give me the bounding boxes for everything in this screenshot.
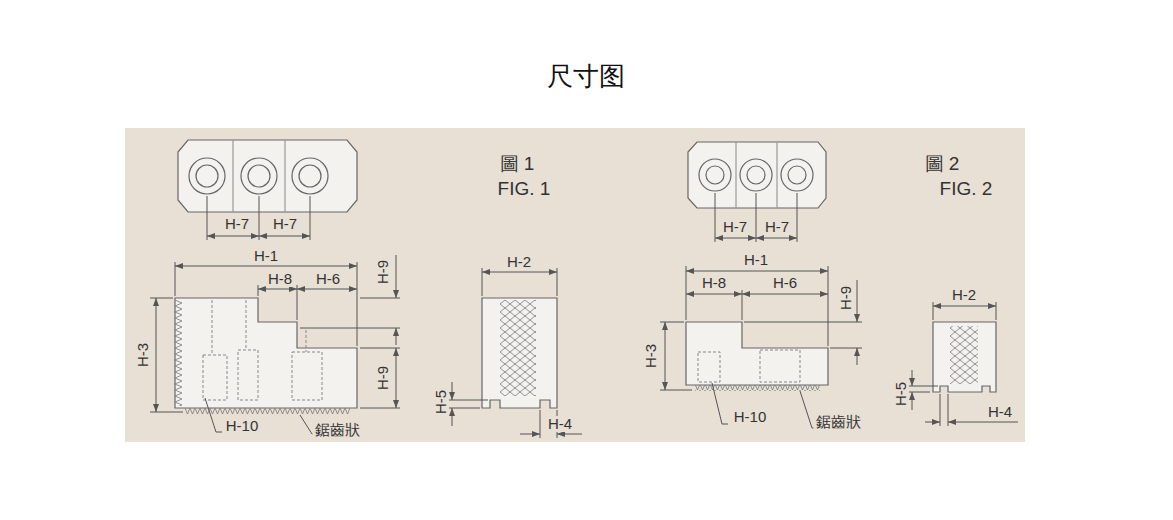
dimension-label: H-7 <box>721 219 749 235</box>
dimension-label: H-3 <box>643 342 659 370</box>
dimension-label: 鋸齒狀 <box>814 414 863 430</box>
dimension-label: H-6 <box>771 275 799 291</box>
dimension-label: H-1 <box>252 248 280 264</box>
dimension-label: H-7 <box>763 219 791 235</box>
figure-label: 圖 1 <box>498 153 537 174</box>
dimension-label: H-10 <box>224 418 261 434</box>
dimension-label: H-9 <box>375 364 391 392</box>
dimension-label: H-6 <box>314 271 342 287</box>
dimension-label: H-2 <box>505 254 533 270</box>
dimension-label: H-4 <box>546 416 574 432</box>
figure-label: 圖 2 <box>923 153 962 174</box>
dimension-label: H-8 <box>700 275 728 291</box>
dimension-label: H-2 <box>950 287 978 303</box>
dimension-label: H-9 <box>375 258 391 286</box>
dimension-label: H-9 <box>838 284 854 312</box>
dimension-label: H-4 <box>986 404 1014 420</box>
dimension-label: H-5 <box>893 380 909 408</box>
dimension-label: H-7 <box>271 216 299 232</box>
dimension-label: H-3 <box>135 341 151 369</box>
dimension-label: H-8 <box>266 271 294 287</box>
dimension-label: H-1 <box>742 252 770 268</box>
page-title: 尺寸图 <box>547 59 625 94</box>
figure-label: FIG. 1 <box>496 178 553 199</box>
dimension-label: H-10 <box>732 409 769 425</box>
dimension-label: H-5 <box>433 388 449 416</box>
figure-label: FIG. 2 <box>938 178 995 199</box>
dimension-label: H-7 <box>223 216 251 232</box>
dimension-label: 鋸齒狀 <box>313 422 362 438</box>
